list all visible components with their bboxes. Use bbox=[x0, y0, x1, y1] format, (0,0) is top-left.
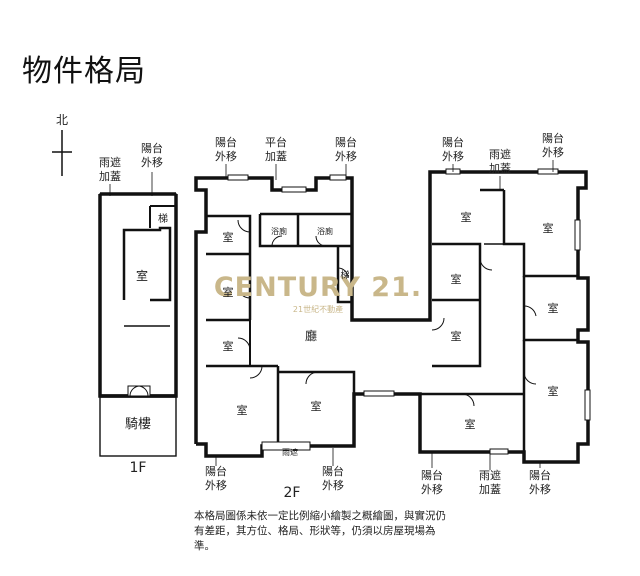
1f-label: 1F bbox=[130, 460, 147, 476]
1f-rain-cover-l1: 雨遮 bbox=[99, 155, 121, 169]
1f-balcony-l1: 陽台 bbox=[141, 141, 163, 155]
2f-hall: 廳 bbox=[305, 328, 317, 343]
2f-balcony-c-l2: 外移 bbox=[442, 150, 464, 163]
2f-room-9: 室 bbox=[451, 329, 462, 343]
1f-stairs: 梯 bbox=[158, 212, 168, 225]
1f-balcony-l2: 外移 bbox=[141, 156, 163, 169]
2f-bath-b: 浴廁 bbox=[317, 226, 333, 236]
2f-balcony-d-l2: 外移 bbox=[542, 146, 564, 159]
north-arrow-icon bbox=[52, 130, 72, 176]
2f-stairs: 梯 bbox=[340, 269, 349, 281]
2f-balcony-b-l2: 外移 bbox=[335, 150, 357, 163]
1f-rain-cover-l2: 加蓋 bbox=[99, 170, 121, 183]
2f-balcony-d-l1: 陽台 bbox=[542, 131, 564, 145]
2f-bath-a: 浴廁 bbox=[271, 226, 287, 236]
2f-balcony-c-l1: 陽台 bbox=[442, 135, 464, 149]
2f-room-8: 室 bbox=[451, 272, 462, 286]
2f-terrace-l1: 平台 bbox=[265, 135, 287, 149]
2f-room-5: 室 bbox=[311, 399, 322, 413]
watermark-sub: 21世紀不動產 bbox=[293, 304, 343, 314]
2f-room-11: 室 bbox=[548, 384, 559, 398]
2f-balcony-a-l1: 陽台 bbox=[215, 135, 237, 149]
2f-room-3: 室 bbox=[223, 339, 234, 353]
2f-balcony-e-l2: 外移 bbox=[205, 479, 227, 492]
2f-room-4: 室 bbox=[237, 403, 248, 417]
2f-rain-cover-label: 雨遮 bbox=[282, 447, 298, 457]
floor-1f-plan bbox=[98, 192, 178, 457]
2f-terrace-l2: 加蓋 bbox=[265, 150, 287, 163]
2f-balcony-g-l2: 外移 bbox=[421, 483, 443, 496]
2f-rain-cover-b-l2: 加蓋 bbox=[479, 483, 501, 496]
1f-room: 室 bbox=[136, 268, 148, 283]
page-title: 物件格局 bbox=[22, 54, 146, 89]
2f-balcony-g-l1: 陽台 bbox=[421, 468, 443, 482]
disclaimer: 本格局圖係未依一定比例縮小繪製之概繪圖，與實況仍有差距，其方位、格局、形狀等，仍… bbox=[194, 510, 446, 552]
door-swings bbox=[237, 219, 537, 407]
1f-arcade: 騎樓 bbox=[125, 417, 151, 432]
2f-balcony-h-l1: 陽台 bbox=[529, 468, 551, 482]
2f-balcony-h-l2: 外移 bbox=[529, 483, 551, 496]
2f-room-1: 室 bbox=[223, 230, 234, 244]
2f-label: 2F bbox=[284, 485, 301, 501]
north-label: 北 bbox=[56, 113, 68, 127]
2f-room-12: 室 bbox=[465, 417, 476, 431]
2f-rain-cover-l2: 加蓋 bbox=[489, 162, 511, 175]
leader-lines bbox=[109, 160, 554, 470]
2f-balcony-f-l2: 外移 bbox=[322, 479, 344, 492]
2f-balcony-f-l1: 陽台 bbox=[322, 464, 344, 478]
2f-balcony-b-l1: 陽台 bbox=[335, 135, 357, 149]
floor-2f-plan bbox=[194, 170, 590, 464]
2f-rain-cover-l1: 雨遮 bbox=[489, 147, 511, 161]
2f-room-2: 室 bbox=[223, 285, 234, 299]
2f-room-7: 室 bbox=[543, 221, 554, 235]
2f-balcony-e-l1: 陽台 bbox=[205, 464, 227, 478]
windows bbox=[227, 168, 591, 455]
2f-room-10: 室 bbox=[548, 301, 559, 315]
2f-rain-cover-b-l1: 雨遮 bbox=[479, 468, 501, 482]
2f-balcony-a-l2: 外移 bbox=[215, 150, 237, 163]
2f-room-6: 室 bbox=[461, 210, 472, 224]
watermark-brand: CENTURY 21. bbox=[214, 272, 422, 303]
